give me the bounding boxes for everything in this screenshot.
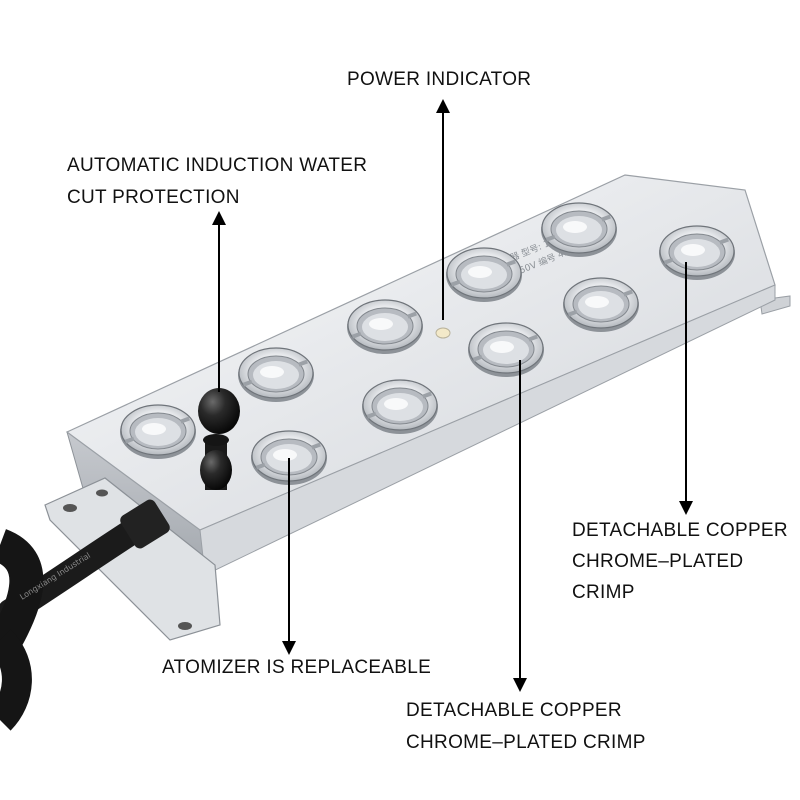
flange-hole (96, 489, 108, 497)
atomizer-nozzle (467, 322, 545, 378)
atomizer-nozzle (119, 404, 197, 460)
misting-device: 超声波雾化器 型号: 10T4F-5C 电压 DC36-50V 编号 4.2.1… (0, 174, 791, 731)
water-cut-label-line1: AUTOMATIC INDUCTION WATER (67, 155, 368, 176)
crimp-bottom-label-line1: DETACHABLE COPPER (406, 700, 622, 721)
device-top-face (65, 174, 776, 531)
flange-hole (178, 622, 192, 630)
atomizer-nozzle (562, 277, 640, 333)
atomizer-label: ATOMIZER IS REPLACEABLE (162, 657, 432, 678)
crimp-right-label-line1: DETACHABLE COPPER (572, 520, 788, 541)
power-indicator-label: POWER INDICATOR (347, 69, 532, 90)
atomizer-nozzle (540, 202, 618, 258)
crimp-right-label-line2: CHROME–PLATED (572, 551, 744, 572)
atomizer-nozzle (346, 299, 424, 355)
crimp-bottom-label-line2: CHROME–PLATED CRIMP (406, 732, 646, 753)
water-cut-label-line2: CUT PROTECTION (67, 187, 240, 208)
power-indicator-led (435, 327, 451, 339)
flange-hole (63, 504, 77, 512)
water-level-sensor (198, 388, 240, 490)
atomizer-nozzle (445, 247, 523, 303)
atomizer-nozzle (237, 347, 315, 403)
crimp-right-label-line3: CRIMP (572, 582, 635, 603)
atomizer-nozzle (361, 379, 439, 435)
atomizer-nozzle (658, 225, 736, 281)
left-mounting-flange (44, 477, 221, 641)
